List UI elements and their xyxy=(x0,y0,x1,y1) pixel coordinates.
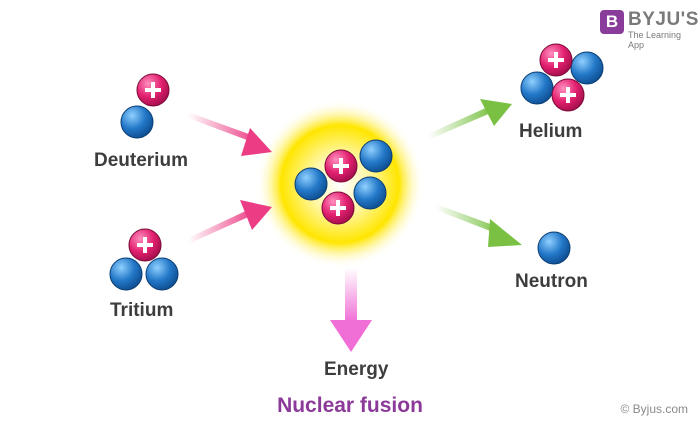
arrow-core-to-energy xyxy=(330,268,372,352)
label-helium: Helium xyxy=(519,121,583,142)
fusion-glow xyxy=(256,100,424,268)
deuterium-nucleus xyxy=(120,73,170,139)
label-neutron: Neutron xyxy=(515,271,588,292)
arrow-core-to-helium xyxy=(428,99,512,140)
label-deuterium: Deuterium xyxy=(94,150,188,171)
helium-nucleus xyxy=(520,43,604,112)
diagram-title: Nuclear fusion xyxy=(277,394,423,417)
arrow-core-to-neutron xyxy=(436,204,522,247)
free-neutron xyxy=(537,231,571,265)
brand-logo: B BYJU'S The Learning App xyxy=(600,9,698,50)
copyright-notice: © Byjus.com xyxy=(620,402,688,416)
label-energy: Energy xyxy=(324,359,389,380)
brand-tagline: The Learning App xyxy=(628,30,682,50)
label-tritium: Tritium xyxy=(110,300,174,321)
arrow-deuterium-to-core xyxy=(188,112,272,156)
tritium-nucleus xyxy=(109,228,179,291)
arrow-tritium-to-core xyxy=(188,200,272,244)
brand-logo-letter: B xyxy=(605,12,619,31)
brand-name: BYJU'S xyxy=(628,9,699,30)
brand-logo-icon: B xyxy=(600,10,624,34)
